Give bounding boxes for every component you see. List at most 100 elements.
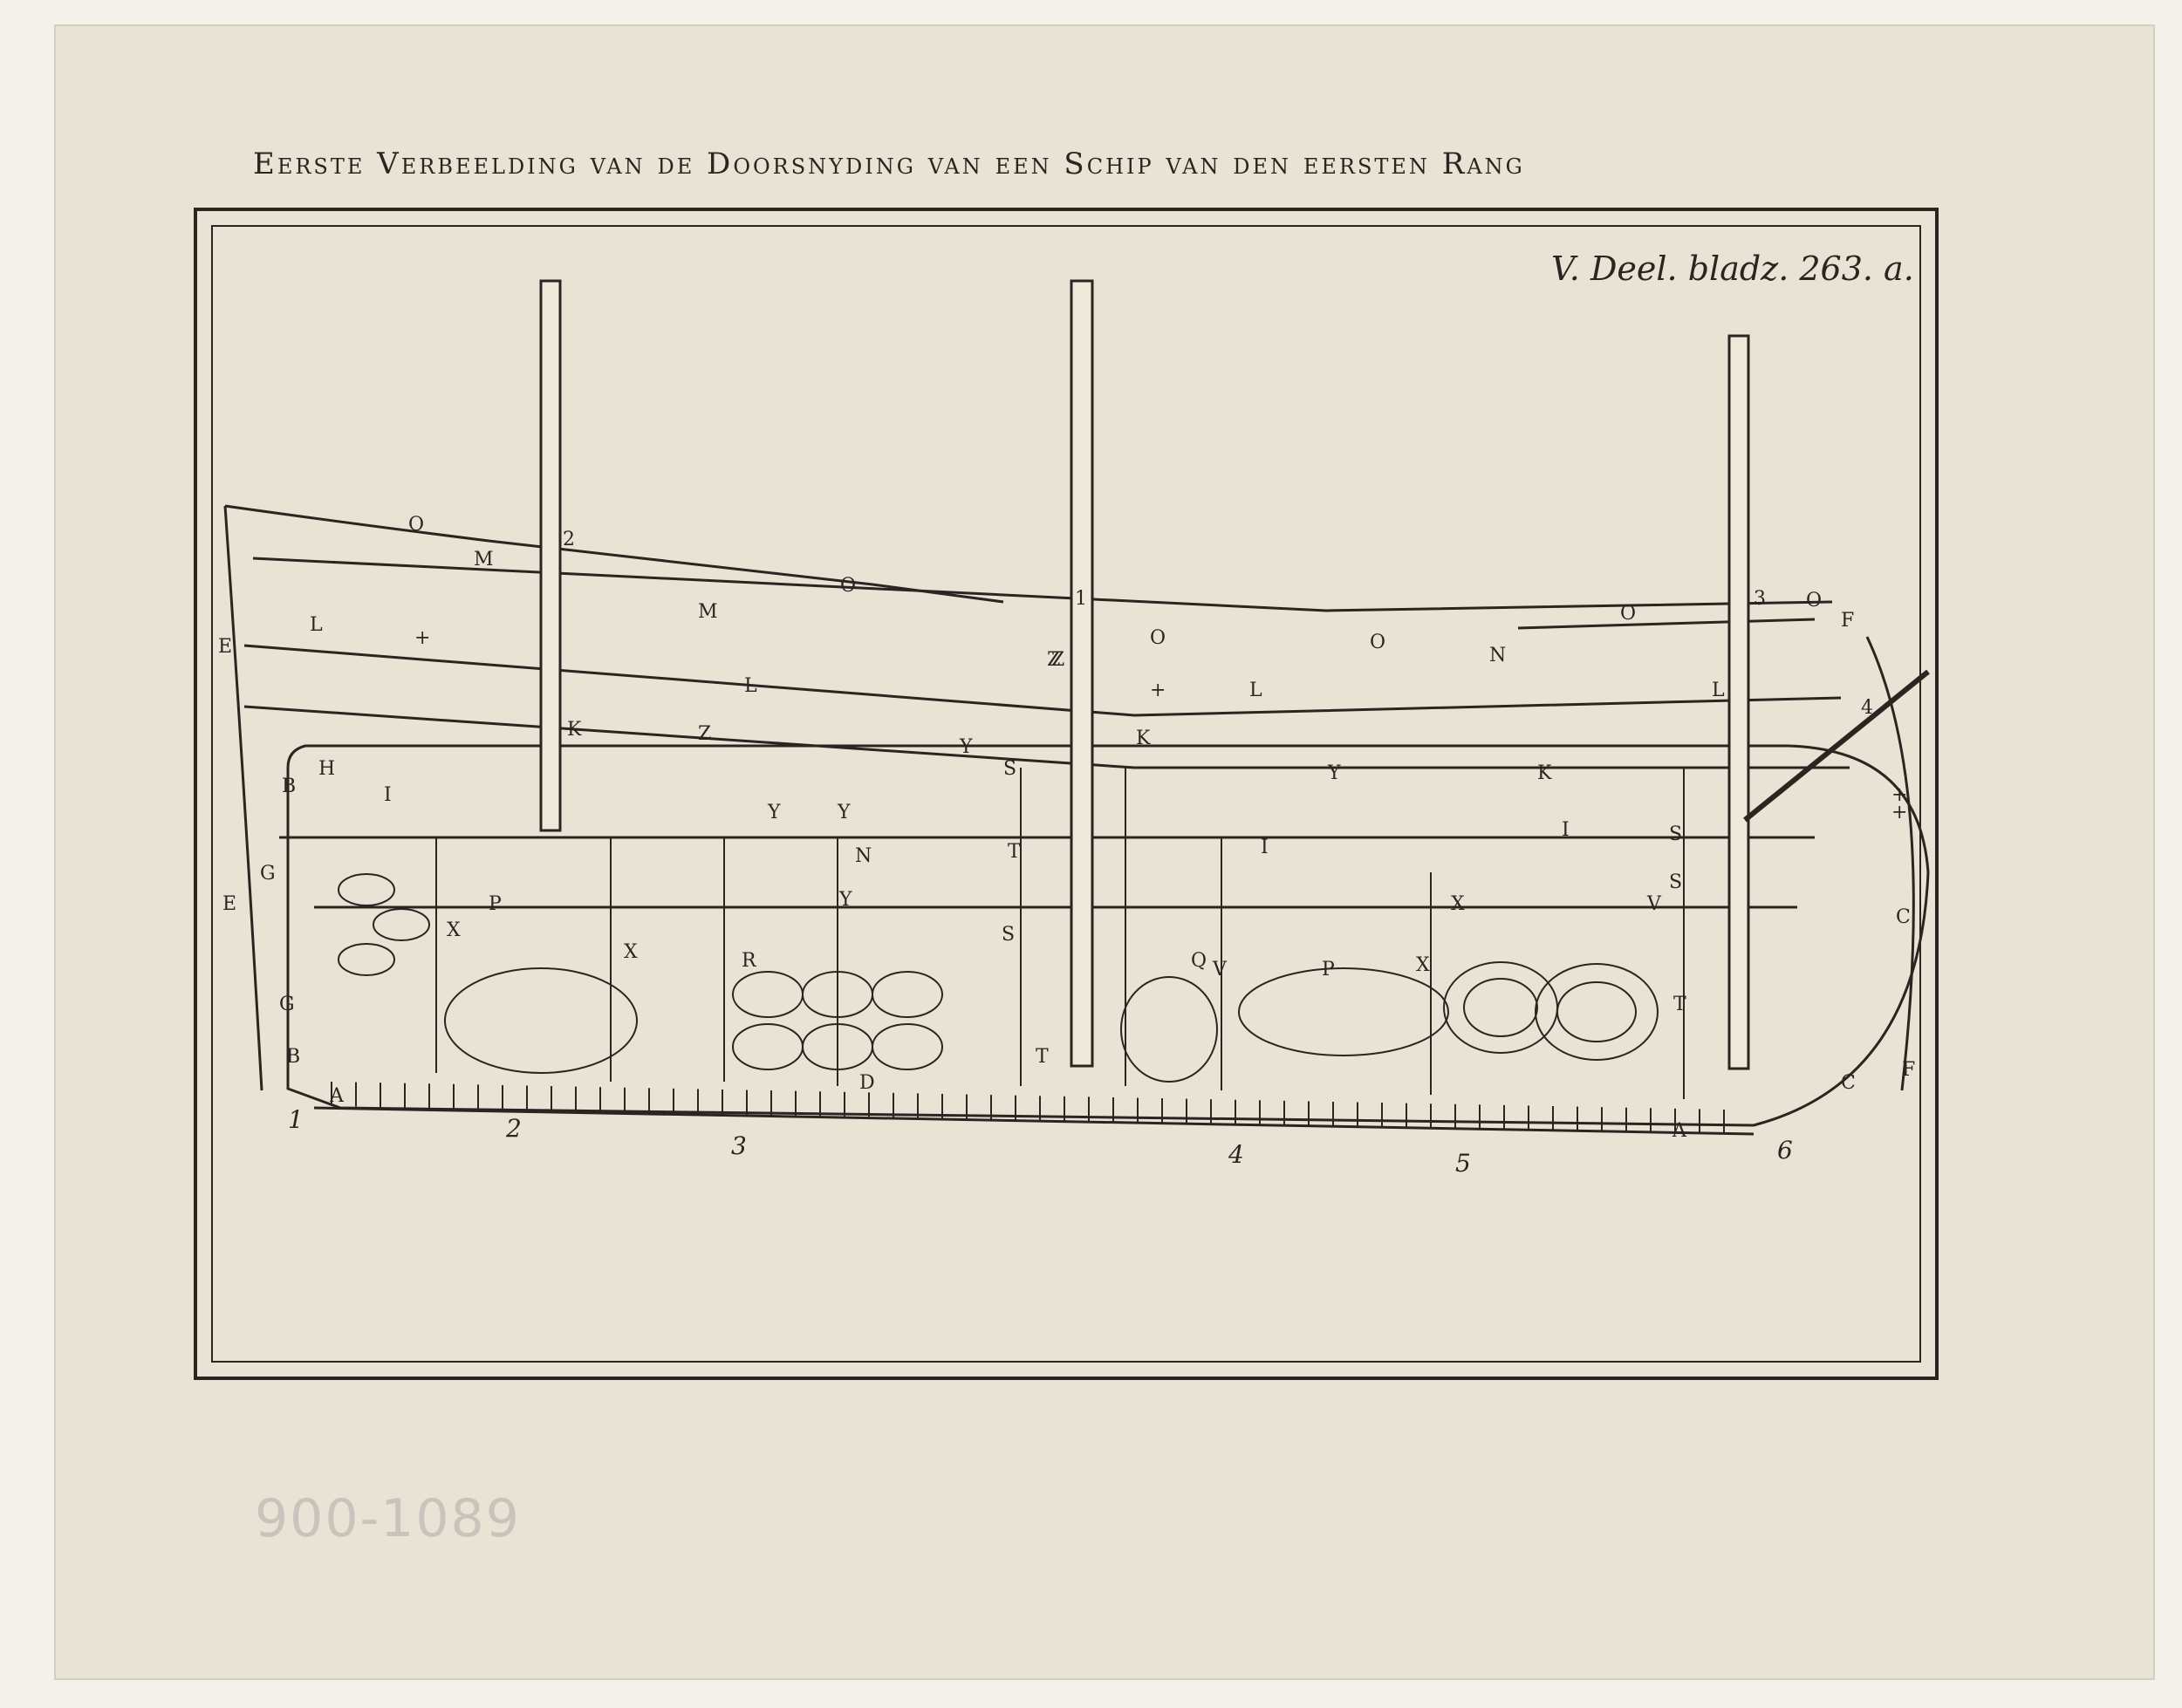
label: R xyxy=(742,950,757,972)
label: 2 xyxy=(563,529,575,550)
barrel xyxy=(338,943,395,976)
label: P xyxy=(489,893,502,915)
label: Z xyxy=(698,723,711,745)
label: M xyxy=(474,549,494,570)
label: E xyxy=(218,636,232,658)
label: K xyxy=(567,719,582,741)
label: S xyxy=(1669,823,1682,845)
label: F xyxy=(1841,610,1854,632)
label: I xyxy=(1261,837,1269,858)
plate-title: Eerste Verbeelding van de Doorsnyding va… xyxy=(253,147,1525,181)
section-number: 4 xyxy=(1228,1140,1244,1169)
label: A xyxy=(329,1085,345,1107)
label: O xyxy=(1150,627,1166,649)
label: + xyxy=(1150,680,1166,701)
label: V xyxy=(1646,893,1662,915)
label: Q xyxy=(1191,950,1207,972)
label: O xyxy=(1620,603,1636,625)
poop-line xyxy=(224,504,1004,604)
label: 3 xyxy=(1754,588,1766,610)
label: X xyxy=(447,919,461,941)
label: N xyxy=(1489,645,1506,666)
barrel xyxy=(338,873,395,906)
label: K xyxy=(1537,762,1552,784)
section-number: 6 xyxy=(1777,1136,1793,1165)
barrel xyxy=(872,1023,943,1070)
label: O xyxy=(408,514,424,536)
label: + xyxy=(414,627,430,649)
label: S xyxy=(1669,871,1682,893)
label: T xyxy=(1036,1046,1049,1068)
label: A xyxy=(1672,1120,1687,1142)
plate-border-inner xyxy=(211,225,1921,1363)
label: S xyxy=(1002,924,1015,946)
label: C xyxy=(1896,906,1911,928)
label: S xyxy=(1003,758,1016,780)
volume-page-reference: V. Deel. bladz. 263. a. xyxy=(1551,249,1914,288)
label: L xyxy=(1712,680,1725,701)
label: G xyxy=(279,994,295,1015)
label: 1 xyxy=(1075,588,1087,610)
label: Y xyxy=(838,889,852,911)
ballast-heap xyxy=(444,967,638,1074)
label: O xyxy=(840,575,856,597)
label: Z xyxy=(1051,649,1064,671)
label: V xyxy=(1212,959,1228,980)
barrel xyxy=(732,971,804,1018)
label: T xyxy=(1008,841,1021,863)
label: I xyxy=(1562,819,1570,841)
deck-second xyxy=(243,644,1842,717)
bow-profile xyxy=(1865,636,1915,1091)
fore-mast xyxy=(1727,334,1750,1070)
stern-profile xyxy=(223,505,263,1091)
plate-border-outer xyxy=(194,208,1939,1380)
deck-third xyxy=(243,705,1850,769)
label: L xyxy=(1249,680,1262,701)
barrel xyxy=(872,971,943,1018)
label: O xyxy=(1370,632,1385,653)
section-number: 5 xyxy=(1455,1149,1471,1178)
label: Y xyxy=(837,802,851,823)
cable-coil xyxy=(1535,963,1659,1061)
label: D xyxy=(859,1072,875,1094)
label: Y xyxy=(1327,762,1341,784)
label: C xyxy=(1841,1072,1856,1094)
bowsprit xyxy=(1743,669,1930,823)
label: B xyxy=(286,1046,300,1068)
hull-outline xyxy=(286,744,1930,1127)
label: L xyxy=(744,675,757,697)
section-number: 1 xyxy=(288,1105,304,1134)
label: P xyxy=(1322,959,1335,980)
forecastle-rail xyxy=(1517,618,1816,630)
label: Z xyxy=(1047,649,1060,671)
label: Y xyxy=(767,802,781,823)
label: B xyxy=(282,775,296,797)
label: I xyxy=(384,784,392,806)
barrel xyxy=(732,1023,804,1070)
label: X xyxy=(1451,893,1465,915)
label: X xyxy=(1416,954,1430,976)
main-mast xyxy=(1070,279,1094,1068)
label: Y xyxy=(959,736,973,758)
cable-coil xyxy=(1443,961,1558,1054)
barrel xyxy=(373,908,430,941)
label: F xyxy=(1902,1059,1915,1081)
label: E xyxy=(222,893,236,915)
ballast-heap xyxy=(1120,976,1218,1083)
keel-line xyxy=(313,1106,1754,1136)
deck-upper xyxy=(252,557,1833,612)
label: 4 xyxy=(1861,697,1873,719)
label: O xyxy=(1806,590,1822,611)
label: K xyxy=(1136,728,1151,749)
label: X xyxy=(624,941,638,963)
label: N xyxy=(855,845,872,867)
label: M xyxy=(698,601,718,623)
label: H xyxy=(318,758,335,780)
label: + xyxy=(1891,784,1907,806)
label: G xyxy=(260,863,276,885)
label: + xyxy=(1891,802,1907,823)
label: L xyxy=(310,614,323,636)
section-number: 2 xyxy=(505,1114,522,1143)
label: T xyxy=(1673,994,1686,1015)
